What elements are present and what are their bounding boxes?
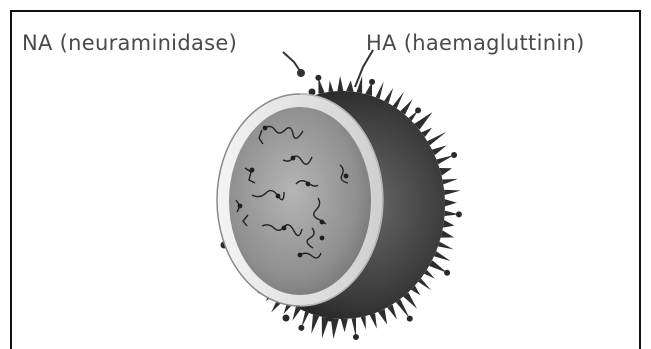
- surface-spike: [439, 168, 452, 176]
- surface-spike: [400, 99, 412, 114]
- surface-spike: [311, 315, 319, 334]
- surface-spike: [376, 81, 384, 99]
- surface-spike: [328, 80, 333, 92]
- surface-spike: [346, 80, 353, 91]
- rna-node: [320, 220, 325, 225]
- rna-node: [344, 174, 349, 179]
- surface-knob: [283, 315, 290, 322]
- rna-node: [238, 204, 243, 209]
- neuraminidase-head: [444, 270, 450, 276]
- rna-node: [282, 226, 287, 231]
- rna-node: [291, 156, 296, 161]
- surface-spike: [361, 316, 366, 329]
- rna-node: [298, 253, 303, 258]
- rna-node: [263, 126, 268, 131]
- surface-spike: [387, 305, 397, 320]
- neuraminidase-head: [369, 79, 375, 85]
- surface-spike: [438, 242, 454, 250]
- surface-spike: [292, 307, 300, 321]
- surface-spike: [445, 199, 457, 206]
- surface-spike: [378, 309, 387, 325]
- surface-spike: [427, 132, 446, 146]
- surface-spike: [396, 299, 410, 318]
- surface-spike: [337, 76, 343, 91]
- neuraminidase-head: [315, 75, 321, 81]
- surface-spike: [444, 190, 461, 195]
- rna-node: [276, 194, 281, 199]
- surface-spike: [443, 220, 454, 228]
- surface-spike: [434, 251, 451, 261]
- neuraminidase-head: [353, 334, 359, 340]
- neuraminidase-head: [451, 152, 457, 158]
- surface-spike: [370, 313, 377, 329]
- surface-spike: [331, 318, 339, 339]
- neuraminidase-head: [415, 107, 421, 113]
- surface-spike: [442, 179, 458, 185]
- neuraminidase-head: [407, 316, 413, 322]
- surface-spike: [429, 260, 447, 273]
- neuraminidase-head: [456, 211, 462, 217]
- surface-spike: [384, 88, 393, 103]
- surface-spike: [341, 319, 348, 332]
- rna-node: [250, 168, 255, 173]
- na-pointer-line: [283, 52, 305, 77]
- surface-spike: [393, 92, 404, 109]
- surface-spike: [441, 230, 454, 237]
- rna-node: [320, 236, 325, 241]
- surface-spike: [432, 145, 447, 155]
- surface-spike: [418, 278, 431, 290]
- rna-node: [306, 182, 311, 187]
- neuraminidase-head: [298, 325, 304, 331]
